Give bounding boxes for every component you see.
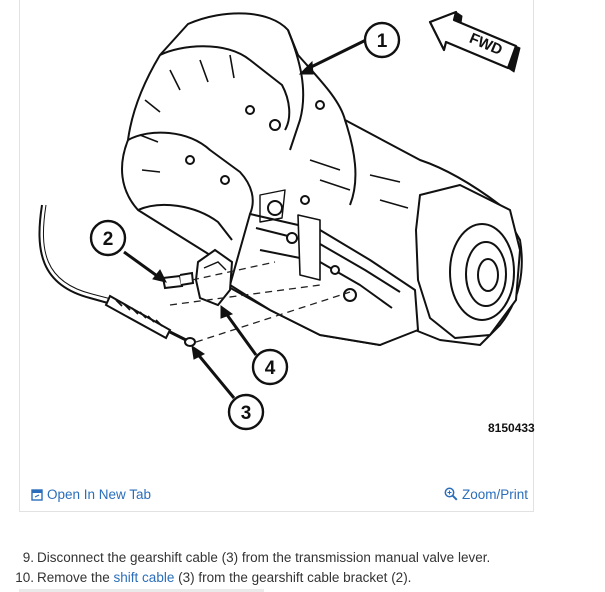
open-in-new-tab-label: Open In New Tab — [47, 487, 152, 502]
callout-3: 3 — [227, 393, 265, 431]
callout-2-label: 2 — [103, 229, 114, 250]
step-text: Disconnect the gearshift cable (3) from … — [37, 550, 491, 565]
open-in-new-tab-link[interactable]: Open In New Tab — [31, 487, 151, 502]
transmission-diagram: 1 2 3 4 FWD 81504336 — [38, 10, 535, 435]
step-10: 10.Remove the shift cable (3) from the g… — [0, 568, 605, 588]
callout-4: 4 — [251, 348, 289, 386]
procedure-steps: 9.Disconnect the gearshift cable (3) fro… — [0, 548, 605, 588]
alignment-lines — [169, 261, 351, 343]
figure-container: 1 2 3 4 FWD 81504336 Open In New — [19, 0, 535, 512]
callout-4-label: 4 — [265, 358, 276, 379]
callout-1: 1 — [363, 21, 401, 59]
callout-3-label: 3 — [241, 403, 252, 424]
cable-bracket — [161, 248, 234, 307]
shift-cable — [38, 204, 196, 347]
leader-lines — [123, 38, 367, 399]
zoom-print-link[interactable]: Zoom/Print — [444, 487, 528, 502]
new-tab-icon — [31, 489, 43, 501]
next-figure-edge — [19, 589, 264, 592]
step-number: 9. — [22, 550, 34, 565]
step-9: 9.Disconnect the gearshift cable (3) fro… — [0, 548, 605, 568]
step-text-after: (3) from the gearshift cable bracket (2)… — [174, 570, 412, 585]
step-number: 10. — [15, 570, 34, 585]
forward-direction-arrow: FWD — [428, 10, 521, 73]
zoom-print-label: Zoom/Print — [461, 487, 528, 502]
magnifier-icon — [444, 487, 458, 501]
step-text-before: Remove the — [37, 570, 114, 585]
figure-number: 81504336 — [488, 421, 535, 435]
callout-2: 2 — [89, 219, 127, 257]
callout-1-label: 1 — [377, 31, 388, 52]
figure-toolbar: Open In New Tab Zoom/Print — [20, 478, 535, 512]
shift-cable-link[interactable]: shift cable — [113, 570, 175, 585]
